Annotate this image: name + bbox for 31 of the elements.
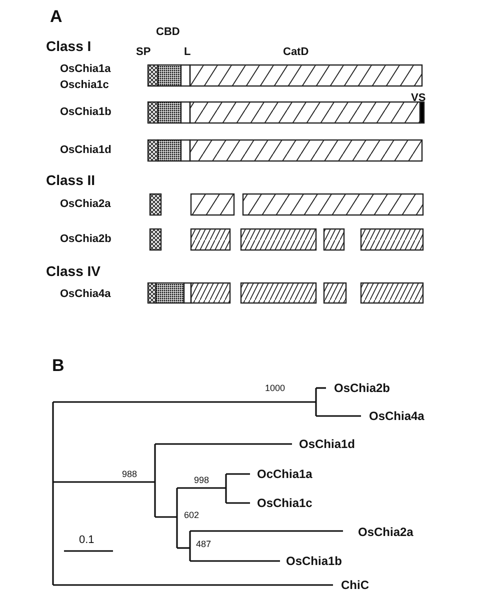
bootstrap-value: 988 [122,470,138,479]
bootstrap-value: 1000 [265,384,286,393]
domain-label: SP [136,47,151,58]
bootstrap-value: 602 [184,511,200,520]
class-heading: Class II [46,173,96,187]
bootstrap-value: 998 [194,476,210,485]
protein-name: OsChia1b [60,107,112,118]
taxon-label: ChiC [341,579,369,591]
taxon-label: OsChia2b [334,382,390,394]
protein-name: OsChia2a [60,199,111,210]
domain-label: VS [411,93,426,104]
protein-name: OsChia1a [60,64,111,75]
class-heading: Class I [46,39,92,53]
taxon-label: OsChia4a [369,410,424,422]
domain-label: CatD [283,47,309,58]
protein-name: OsChia1d [60,145,112,156]
protein-name: OsChia2b [60,234,112,245]
protein-name: Oschia1c [60,80,109,91]
panel-letter: A [50,8,62,25]
taxon-label: OsChia1c [257,497,312,509]
scale-label: 0.1 [79,535,94,546]
taxon-label: OsChia1b [286,555,342,567]
bootstrap-value: 487 [196,540,212,549]
taxon-label: OsChia2a [358,526,414,538]
class-heading: Class IV [46,264,100,278]
domain-label: CBD [156,27,180,38]
domain-label: L [184,47,191,58]
panel-letter: B [52,357,64,374]
taxon-label: OsChia1d [299,438,356,450]
protein-name: OsChia4a [60,289,111,300]
taxon-label: OcChia1a [257,468,312,480]
